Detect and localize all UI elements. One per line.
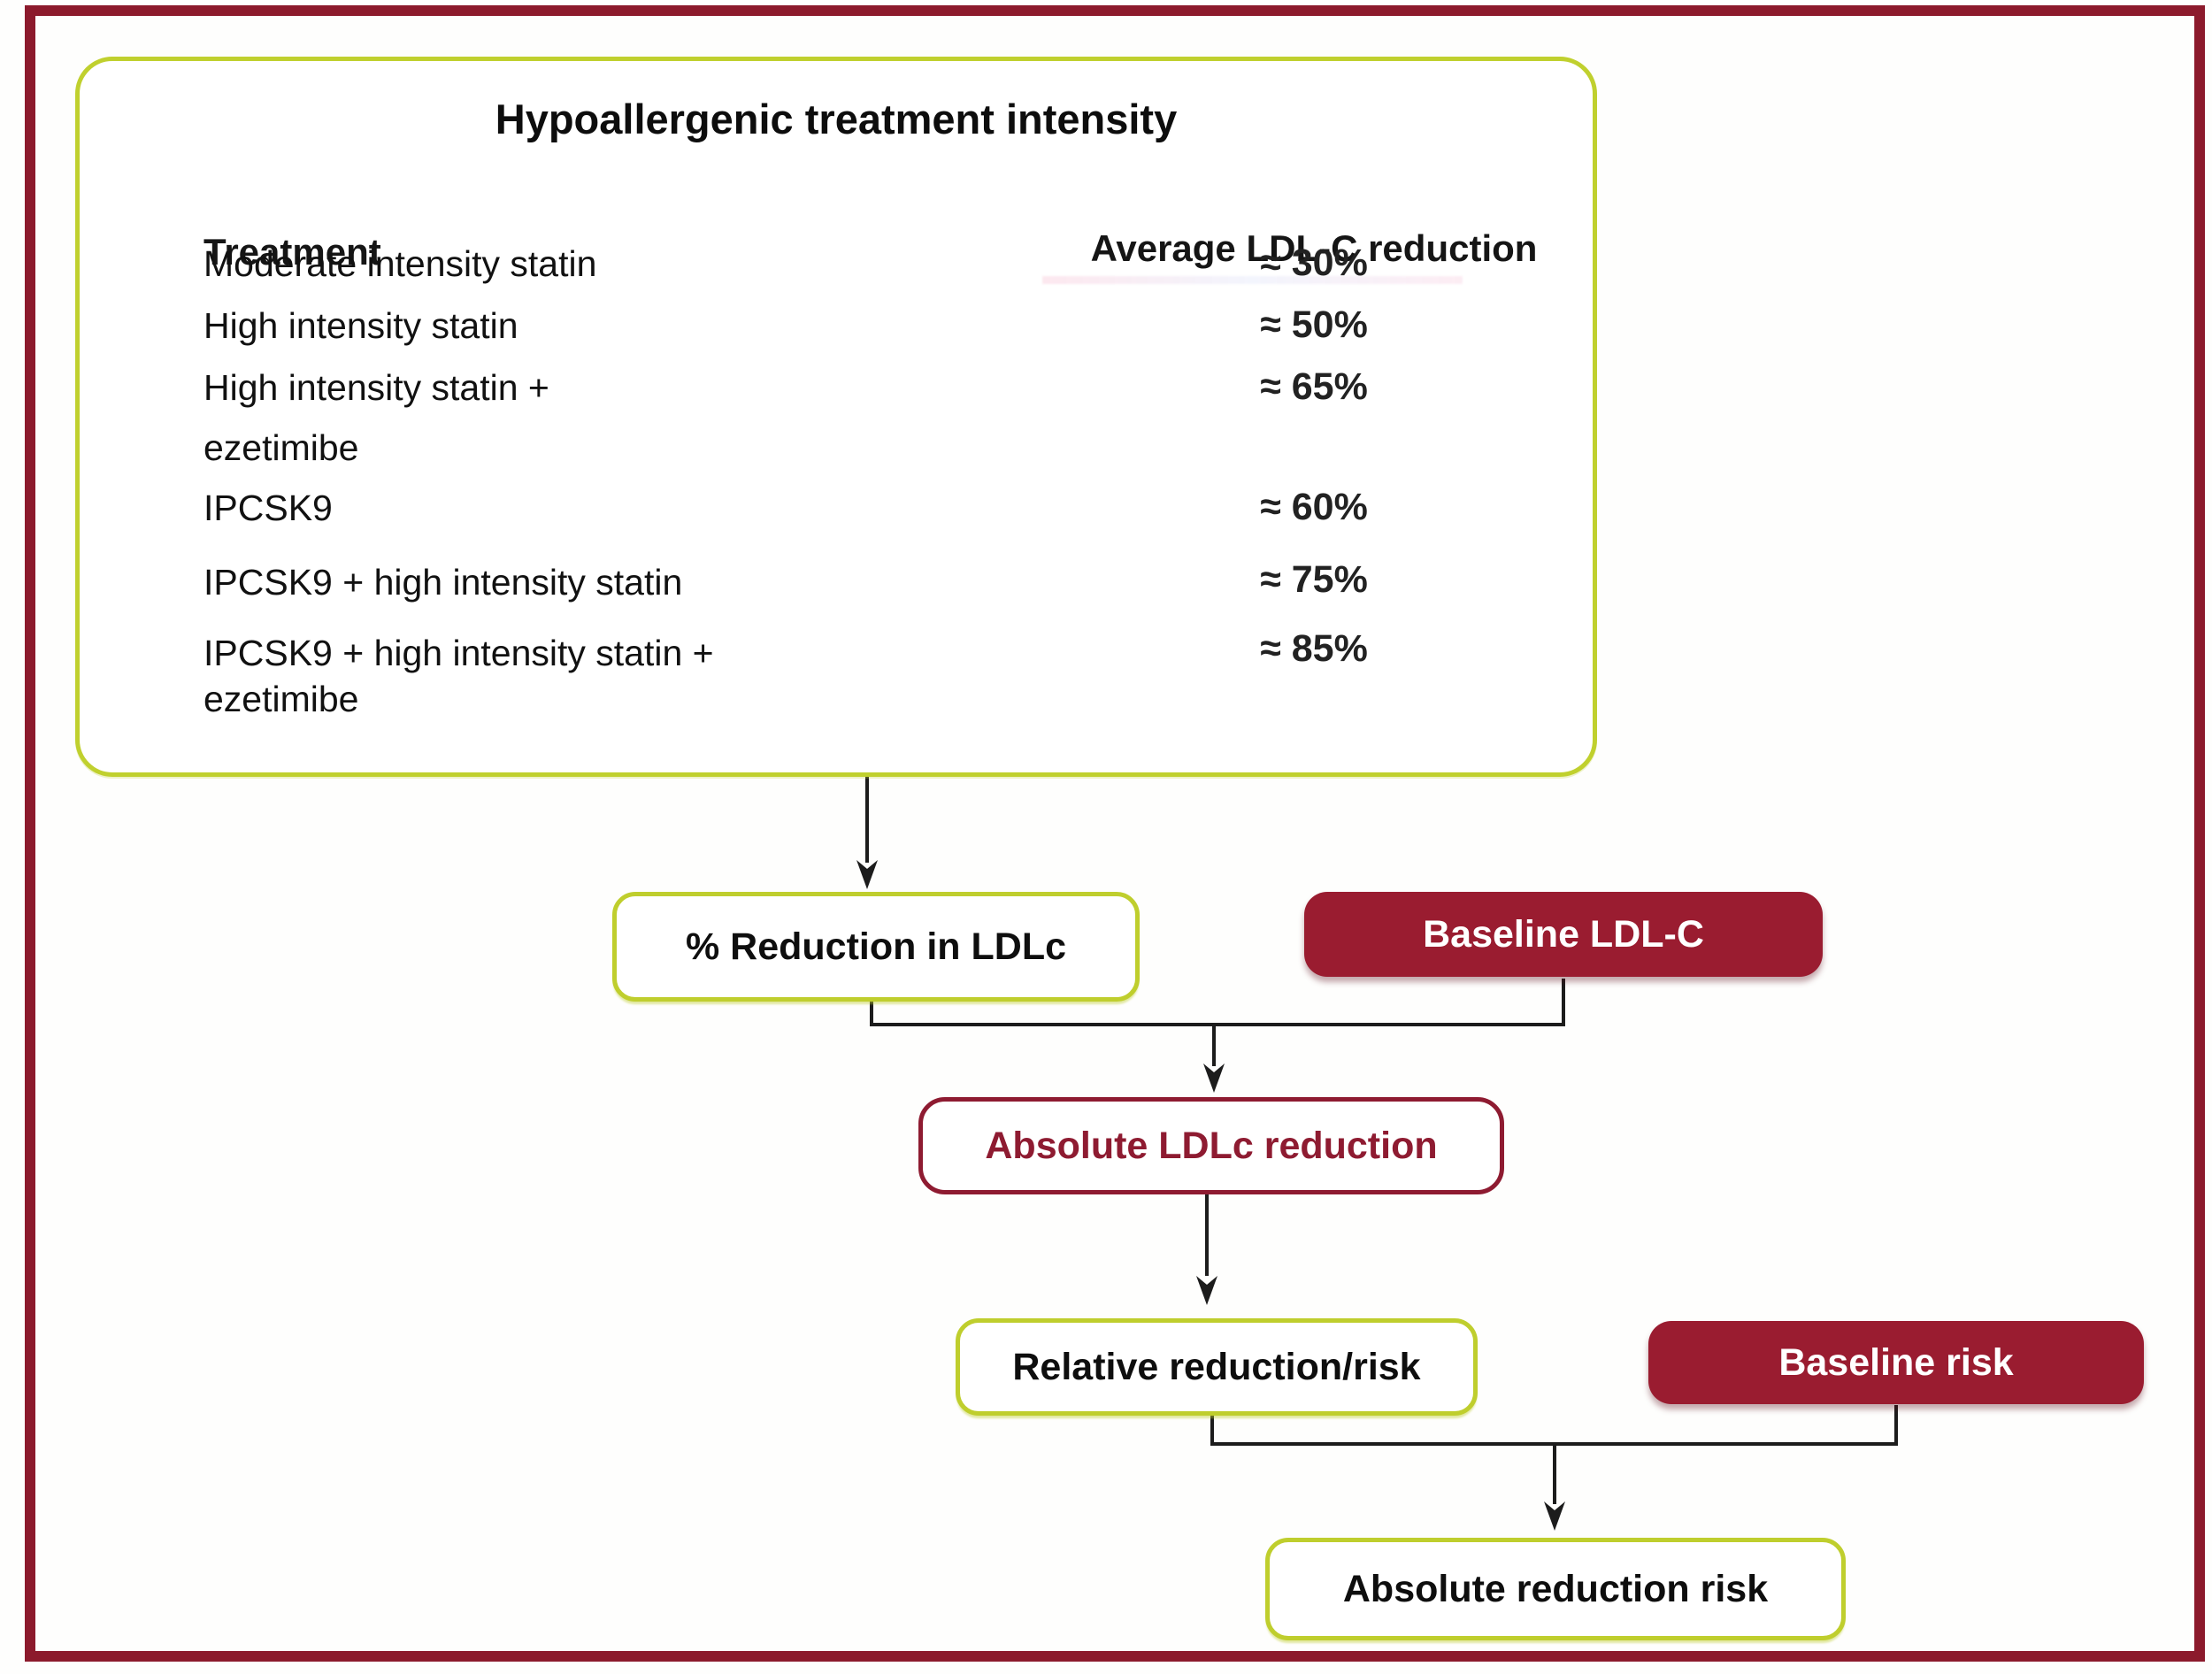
reduction-value: ≈ 85% <box>1260 627 1368 670</box>
baseline-risk-box: Baseline risk <box>1648 1321 2144 1404</box>
treatment-row: IPCSK9 + high intensity statin + <box>204 633 714 673</box>
absolute-reduction-risk-box: Absolute reduction risk <box>1265 1538 1846 1640</box>
reduction-value: ≈ 75% <box>1260 558 1368 601</box>
reduction-value: ≈ 60% <box>1260 486 1368 528</box>
treatment-row: High intensity statin <box>204 305 518 346</box>
pct-reduction-ldlc-label: % Reduction in LDLc <box>686 925 1066 968</box>
treatment-table-panel: Hypoallergenic treatment intensity Treat… <box>75 57 1597 777</box>
treatment-row: IPCSK9 + high intensity statin <box>204 562 683 603</box>
column-header-treatment: Treatment <box>204 231 381 273</box>
treatment-row: ezetimibe <box>204 679 359 719</box>
baseline-ldlc-box: Baseline LDL-C <box>1304 892 1823 977</box>
reduction-value: ≈ 65% <box>1260 365 1368 408</box>
relative-reduction-risk-label: Relative reduction/risk <box>1012 1345 1421 1388</box>
baseline-risk-label: Baseline risk <box>1778 1340 2014 1384</box>
scan-artifact-line <box>1042 276 1463 284</box>
reduction-value: ≈ 50% <box>1260 303 1368 346</box>
column-header-reduction: Average LDL-C reduction <box>1090 227 1538 269</box>
baseline-ldlc-label: Baseline LDL-C <box>1423 912 1704 956</box>
treatment-row: Moderate intensity statin <box>204 243 597 284</box>
panel-title: Hypoallergenic treatment intensity <box>495 96 1178 142</box>
treatment-row: ezetimibe <box>204 427 359 468</box>
absolute-ldlc-reduction-box: Absolute LDLc reduction <box>918 1097 1504 1194</box>
treatment-row: IPCSK9 <box>204 488 333 528</box>
absolute-ldlc-reduction-label: Absolute LDLc reduction <box>985 1124 1438 1167</box>
relative-reduction-risk-box: Relative reduction/risk <box>956 1318 1478 1416</box>
pct-reduction-ldlc-box: % Reduction in LDLc <box>612 892 1140 1002</box>
treatment-row: High intensity statin + <box>204 367 549 408</box>
absolute-reduction-risk-label: Absolute reduction risk <box>1342 1567 1769 1610</box>
reduction-value: ≈ 30% <box>1260 242 1368 284</box>
